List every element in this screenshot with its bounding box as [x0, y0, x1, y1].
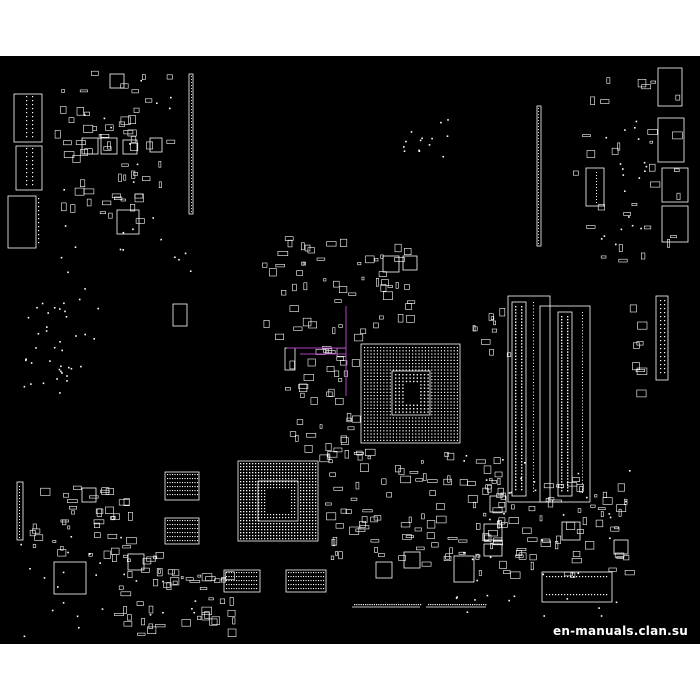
cpu-socket: [360, 343, 461, 444]
memory-bank-pins: [19, 76, 666, 606]
watermark-text: en-manuals.clan.su: [553, 624, 688, 638]
io-connectors-right: [657, 67, 689, 243]
cpu-bga-pads: [364, 347, 458, 441]
ram-slots: [507, 295, 591, 503]
chipset-bga: [237, 460, 319, 542]
ram-slot-pins: [515, 302, 583, 493]
chipset-bga-pads: [240, 463, 317, 540]
pcb-board-view[interactable]: en-manuals.clan.su: [0, 56, 700, 644]
highlighted-net: [287, 306, 347, 396]
via-dots: [20, 79, 648, 638]
io-connectors-left: [7, 93, 43, 249]
misc-components: [29, 70, 683, 637]
pcb-layout-svg: [7, 67, 689, 638]
